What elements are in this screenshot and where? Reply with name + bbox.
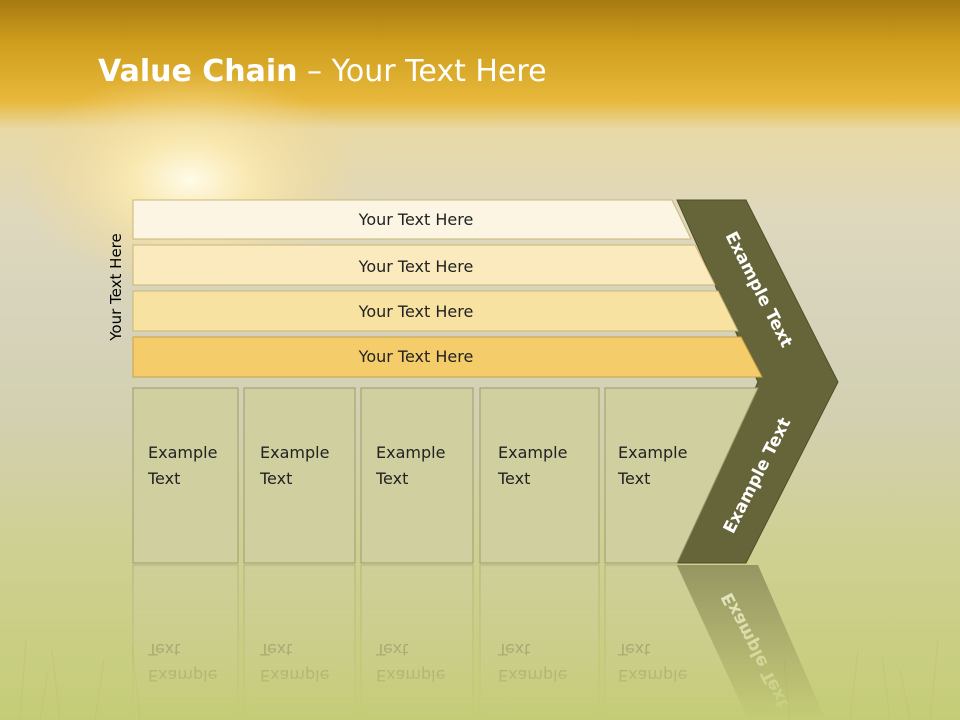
- slide-title: Value Chain – Your Text Here: [98, 54, 547, 89]
- box-2-line1: Example: [260, 443, 329, 462]
- bar-3-label: Your Text Here: [358, 302, 474, 321]
- box-1-line1: Example: [148, 443, 217, 462]
- box-3-line2: Text: [375, 469, 408, 488]
- svg-text:Text: Text: [147, 640, 180, 659]
- svg-text:Text: Text: [617, 640, 650, 659]
- svg-text:Text: Text: [259, 640, 292, 659]
- svg-text:Example: Example: [260, 666, 329, 685]
- box-4-line1: Example: [498, 443, 567, 462]
- box-2: [243, 387, 356, 564]
- box-1: [132, 387, 239, 564]
- svg-text:Text: Text: [375, 640, 408, 659]
- bar-3: [132, 290, 739, 332]
- chevron-shape: Example Text Example Text: [676, 199, 839, 564]
- bar-1-label: Your Text Here: [358, 210, 474, 229]
- box-4: [479, 387, 600, 564]
- box-5: [604, 387, 759, 564]
- svg-text:Example: Example: [618, 666, 687, 685]
- slide-title-rest: – Your Text Here: [297, 54, 547, 89]
- svg-text:Example: Example: [148, 666, 217, 685]
- boxes-group: Example Text Example Text Example Text E…: [132, 387, 759, 564]
- box-3: [360, 387, 474, 564]
- bar-2-label: Your Text Here: [358, 257, 474, 276]
- svg-text:Example: Example: [498, 666, 567, 685]
- bar-4: [132, 336, 763, 378]
- box-1-line2: Text: [147, 469, 180, 488]
- diagram-reflection: Example Text Example Text Example Text Exam…: [132, 564, 826, 720]
- slide-title-bold: Value Chain: [98, 54, 298, 89]
- box-3-line1: Example: [376, 443, 445, 462]
- box-5-line1: Example: [618, 443, 687, 462]
- chevron-arrow: [676, 199, 839, 564]
- bar-4-label: Your Text Here: [358, 347, 474, 366]
- box-4-line2: Text: [497, 469, 530, 488]
- bar-2: [132, 244, 716, 286]
- box-2-line2: Text: [259, 469, 292, 488]
- bar-1: [132, 199, 692, 240]
- svg-text:Example: Example: [376, 666, 445, 685]
- box-5-line2: Text: [617, 469, 650, 488]
- bars-group: Your Text Here Your Text Here Your Text …: [132, 199, 763, 378]
- svg-text:Text: Text: [497, 640, 530, 659]
